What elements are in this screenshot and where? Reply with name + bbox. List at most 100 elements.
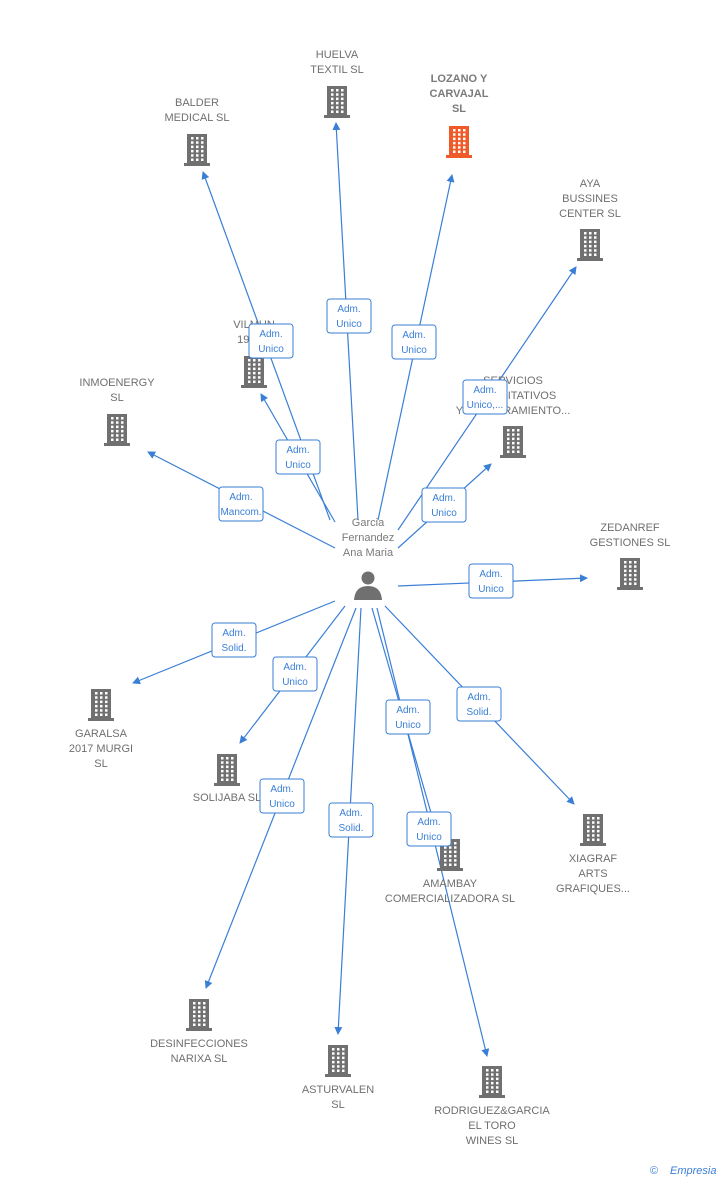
company-label: XIAGRAF bbox=[569, 853, 618, 865]
building-icon bbox=[580, 814, 606, 846]
role-label: Unico bbox=[269, 799, 295, 810]
company-label: MEDICAL SL bbox=[164, 112, 229, 124]
company-label: 2017 MURGI bbox=[69, 743, 133, 755]
nodes-layer: HUELVA TEXTIL SL LOZANO Y CARVAJAL SL BALDER M… bbox=[69, 49, 670, 1147]
company-node-huelva[interactable]: HUELVA TEXTIL SL bbox=[310, 49, 364, 118]
role-label: Adm. bbox=[473, 385, 496, 396]
role-label: Adm. bbox=[339, 808, 362, 819]
company-label: SL bbox=[331, 1099, 344, 1111]
role-label: Unico bbox=[258, 344, 284, 355]
role-badge: Adm. Unico bbox=[275, 439, 321, 475]
role-label: Adm. bbox=[467, 692, 490, 703]
company-label: SL bbox=[94, 758, 107, 770]
company-node-inmoenergy[interactable]: INMOENERGY SL bbox=[79, 377, 155, 446]
company-node-solijaba[interactable]: SOLIJABA SL bbox=[193, 754, 261, 804]
building-icon bbox=[104, 414, 130, 446]
role-label: Adm. bbox=[396, 705, 419, 716]
person-icon bbox=[354, 571, 382, 600]
role-badge: Adm. Unico bbox=[259, 778, 305, 814]
company-label: GARALSA bbox=[75, 728, 128, 740]
company-label: ASTURVALEN bbox=[302, 1084, 374, 1096]
company-label: EL TORO bbox=[468, 1120, 516, 1132]
role-badge: Adm.Unico bbox=[468, 563, 514, 599]
role-label: Unico bbox=[401, 345, 427, 356]
company-node-garalsa[interactable]: GARALSA 2017 MURGI SL bbox=[69, 689, 133, 770]
edge-labels-layer: Adm.UnicoAdm.UnicoAdm.UnicoAdm.Unico,...… bbox=[211, 298, 514, 847]
role-label: Adm. bbox=[222, 628, 245, 639]
person-label: Ana Maria bbox=[343, 547, 394, 559]
company-label: TEXTIL SL bbox=[310, 64, 363, 76]
role-label: Adm. bbox=[402, 330, 425, 341]
role-label: Unico bbox=[431, 508, 457, 519]
building-icon bbox=[446, 126, 472, 158]
person-label: Fernandez bbox=[342, 532, 395, 544]
role-badge: Adm. Unico,... bbox=[462, 379, 508, 415]
role-label: Adm. bbox=[270, 784, 293, 795]
building-icon bbox=[214, 754, 240, 786]
person-label: Garcia bbox=[352, 517, 385, 529]
company-label: BUSSINES bbox=[562, 193, 618, 205]
company-label: GRAFIQUES... bbox=[556, 883, 630, 895]
building-icon bbox=[88, 689, 114, 721]
company-label: BALDER bbox=[175, 97, 219, 109]
company-node-xiagraf[interactable]: XIAGRAF ARTS GRAFIQUES... bbox=[556, 814, 630, 895]
company-label: RODRIGUEZ&GARCIA bbox=[434, 1105, 550, 1117]
role-badge: Adm. Unico bbox=[406, 811, 452, 847]
company-label: NARIXA SL bbox=[171, 1053, 228, 1065]
building-icon bbox=[617, 558, 643, 590]
company-label: COMERCIALIZADORA SL bbox=[385, 893, 515, 905]
company-node-rodriguez[interactable]: RODRIGUEZ&GARCIA EL TORO WINES SL bbox=[434, 1066, 550, 1147]
role-label: Adm. bbox=[417, 817, 440, 828]
role-label: Mancom. bbox=[220, 507, 261, 518]
company-label: GESTIONES SL bbox=[590, 537, 671, 549]
company-node-lozano[interactable]: LOZANO Y CARVAJAL SL bbox=[430, 73, 489, 158]
role-label: Solid. bbox=[338, 823, 363, 834]
role-label: Unico bbox=[282, 677, 308, 688]
company-label: AMAMBAY bbox=[423, 878, 478, 890]
company-label: INMOENERGY bbox=[79, 377, 155, 389]
company-label: SL bbox=[452, 103, 466, 115]
role-label: Unico bbox=[395, 720, 421, 731]
role-label: Unico bbox=[336, 319, 362, 330]
role-badge: Adm. Unico bbox=[385, 699, 431, 735]
company-node-asturvalen[interactable]: ASTURVALEN SL bbox=[302, 1045, 374, 1111]
building-icon bbox=[325, 1045, 351, 1077]
building-icon bbox=[479, 1066, 505, 1098]
building-icon bbox=[324, 86, 350, 118]
company-label: CARVAJAL bbox=[430, 88, 489, 100]
role-label: Adm. bbox=[432, 493, 455, 504]
company-label: SL bbox=[110, 392, 123, 404]
company-label: HUELVA bbox=[316, 49, 359, 61]
role-badge: Adm. Unico bbox=[248, 323, 294, 359]
copyright-icon: © bbox=[650, 1165, 658, 1177]
company-label: CENTER SL bbox=[559, 208, 621, 220]
building-icon bbox=[184, 134, 210, 166]
company-label: WINES SL bbox=[466, 1135, 519, 1147]
company-node-amambay[interactable]: AMAMBAY COMERCIALIZADORA SL bbox=[385, 839, 515, 905]
role-label: Unico bbox=[285, 460, 311, 471]
company-label: LOZANO Y bbox=[431, 73, 488, 85]
company-label: SOLIJABA SL bbox=[193, 792, 261, 804]
role-label: Solid. bbox=[466, 707, 491, 718]
role-label: Solid. bbox=[221, 643, 246, 654]
role-badge: Adm. Unico bbox=[272, 656, 318, 692]
role-label: Adm. bbox=[283, 662, 306, 673]
role-label: Adm. bbox=[259, 329, 282, 340]
role-badge: Adm. Unico bbox=[391, 324, 437, 360]
role-badge: Adm.Unico bbox=[326, 298, 372, 334]
company-label: ARTS bbox=[578, 868, 607, 880]
role-label: Unico,... bbox=[467, 400, 504, 411]
role-badge: Adm. Solid. bbox=[211, 622, 257, 658]
company-node-balder[interactable]: BALDER MEDICAL SL bbox=[164, 97, 230, 166]
role-badge: Adm. Solid. bbox=[456, 686, 502, 722]
role-label: Unico bbox=[416, 832, 442, 843]
role-label: Adm. bbox=[286, 445, 309, 456]
role-label: Adm. bbox=[229, 492, 252, 503]
building-icon bbox=[500, 426, 526, 458]
building-icon bbox=[186, 999, 212, 1031]
